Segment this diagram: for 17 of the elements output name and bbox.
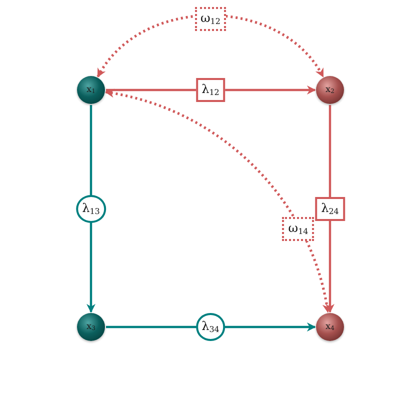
node-sphere: [316, 313, 344, 341]
edge-label: ω$_{14}$: [282, 217, 314, 242]
edge-label: λ$_{24}$: [315, 196, 345, 220]
node-sphere: [77, 313, 105, 341]
arrow: [96, 14, 324, 78]
node-sphere: [77, 76, 105, 104]
node-sphere: [316, 76, 344, 104]
node-label: x$_{3}$: [86, 322, 96, 332]
edge-label: λ$_{34}$: [196, 313, 226, 341]
node-label: x$_{1}$: [86, 85, 96, 95]
edge-label: λ$_{12}$: [196, 78, 226, 102]
edge-label: λ$_{13}$: [76, 194, 106, 222]
node-label: x$_{4}$: [326, 322, 334, 332]
arrow: [104, 89, 331, 314]
arrow: [326, 105, 334, 313]
edge-label: ω$_{12}$: [194, 6, 226, 31]
node-label: x$_{2}$: [326, 85, 334, 95]
